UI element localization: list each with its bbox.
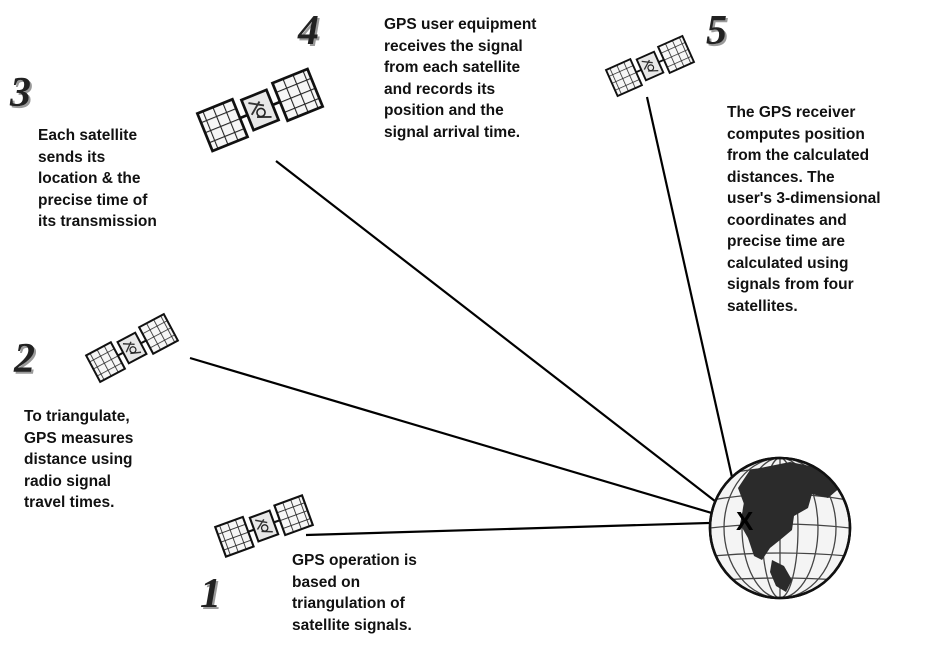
step-number-1: 1 bbox=[200, 571, 221, 617]
step-number-2: 2 bbox=[14, 336, 35, 382]
step-number-5: 5 bbox=[706, 8, 727, 54]
signal-lines bbox=[189, 96, 744, 537]
satellite-icon bbox=[214, 494, 314, 558]
step-caption-2: To triangulate, GPS measures distance us… bbox=[24, 408, 134, 511]
step-caption-4: GPS user equipment receives the signal f… bbox=[384, 16, 537, 141]
receiver-position-mark: X bbox=[736, 506, 754, 536]
signal-line-1 bbox=[305, 520, 743, 537]
signal-line-4 bbox=[275, 160, 743, 523]
signal-line-2 bbox=[189, 356, 743, 524]
step-caption-5: The GPS receiver computes position from … bbox=[727, 104, 881, 315]
signal-line-5 bbox=[645, 96, 744, 523]
step-caption-3: Each satellite sends its location & the … bbox=[38, 127, 157, 230]
satellite-icon bbox=[195, 67, 325, 153]
satellite-icon bbox=[605, 35, 695, 97]
satellite-icon bbox=[85, 313, 179, 383]
step-number-3: 3 bbox=[10, 70, 31, 116]
step-number-4: 4 bbox=[298, 8, 319, 54]
globe-icon bbox=[708, 456, 852, 600]
step-caption-1: GPS operation is based on triangulation … bbox=[292, 552, 417, 634]
